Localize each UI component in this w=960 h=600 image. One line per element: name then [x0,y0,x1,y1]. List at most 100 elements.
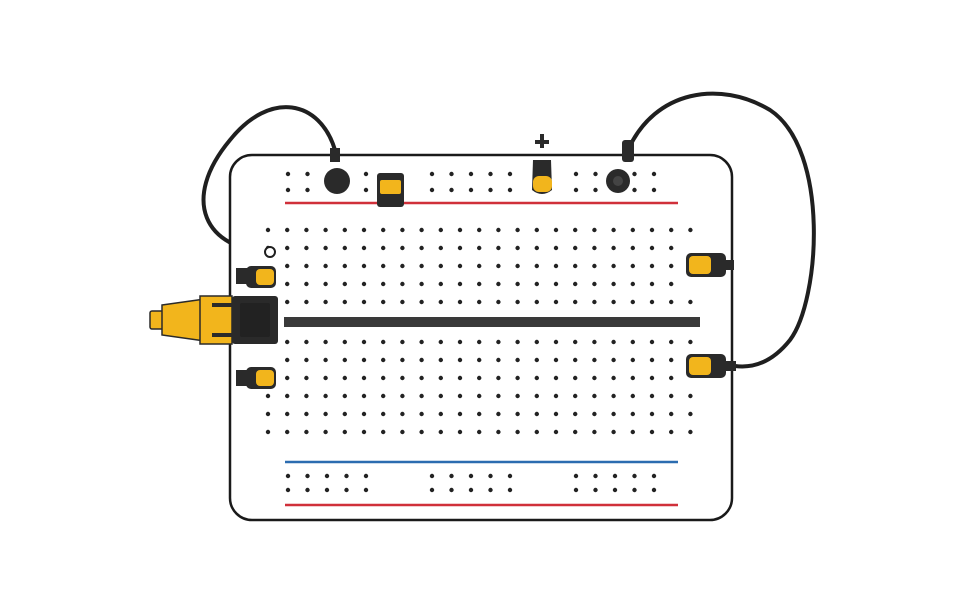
breadboard-hole [630,263,635,269]
breadboard-hole [457,263,463,269]
cable-left [201,105,337,254]
breadboard-hole [477,263,482,269]
breadboard-hole [304,411,309,417]
rail-hole [507,187,513,193]
breadboard-hole [553,245,559,251]
breadboard-hole [630,357,635,363]
connector-icon [236,266,276,288]
rail-hole [651,171,657,177]
breadboard-hole [611,263,616,269]
breadboard-hole [688,227,693,233]
breadboard-hole [515,263,520,269]
breadboard-hole [457,375,463,381]
breadboard-hole [419,411,424,417]
breadboard-hole [630,281,635,287]
breadboard-hole [361,227,367,233]
breadboard-hole [592,393,597,399]
breadboard-hole [534,339,539,345]
breadboard-hole [669,375,674,381]
breadboard-hole [611,393,616,399]
breadboard-hole [457,339,463,345]
breadboard-hole [304,375,309,381]
breadboard-hole [515,227,520,233]
breadboard-hole [688,429,693,435]
breadboard-hole [669,263,674,269]
rail-hole [507,171,513,177]
breadboard-hole [496,263,501,269]
breadboard-hole [553,429,559,435]
breadboard-hole [265,393,271,399]
breadboard-hole [438,281,443,287]
breadboard-hole [400,339,405,345]
breadboard-hole [457,227,463,233]
breadboard-hole [515,281,520,287]
breadboard-hole [477,375,482,381]
button-cap-icon [377,173,404,207]
breadboard-hole [534,263,539,269]
breadboard-hole [342,263,347,269]
breadboard-hole [592,429,597,435]
cable-right [626,91,816,369]
breadboard-hole [573,227,578,233]
breadboard-hole [381,227,386,233]
rail-hole [449,187,454,193]
breadboard-hole [534,281,539,287]
breadboard-hole [323,299,328,305]
rail-hole [429,473,435,479]
breadboard-hole [630,245,635,251]
breadboard-hole [515,357,520,363]
breadboard-hole [285,227,290,233]
breadboard-hole [265,227,271,233]
breadboard-hole [573,299,578,305]
breadboard-hole [669,299,674,305]
breadboard-hole [477,299,482,305]
rail-hole [573,473,579,479]
rail-hole [488,187,493,193]
breadboard-hole [611,227,616,233]
breadboard-hole [573,263,578,269]
breadboard-hole [381,339,386,345]
breadboard-hole [304,245,309,251]
rail-hole [429,171,435,177]
cable-end-ring-icon [264,246,276,258]
breadboard-hole [361,393,367,399]
breadboard-hole [611,375,616,381]
breadboard-hole [361,281,367,287]
rail-hole [285,473,291,479]
led-icon [532,134,552,194]
breadboard-hole [477,411,482,417]
barrel-jack-icon [606,140,634,193]
breadboard-hole [381,429,386,435]
breadboard-hole [419,357,424,363]
breadboard-hole [342,357,347,363]
breadboard-hole [573,411,578,417]
rail-hole [612,473,618,479]
breadboard-hole [630,393,635,399]
breadboard-hole [400,357,405,363]
breadboard-hole [573,429,578,435]
breadboard-hole [419,393,424,399]
breadboard-hole [342,281,347,287]
breadboard-hole [438,357,443,363]
breadboard-hole [649,429,655,435]
breadboard-hole [496,281,501,287]
breadboard-hole [342,393,347,399]
breadboard-hole [381,299,386,305]
breadboard-hole [534,245,539,251]
breadboard-hole [534,429,539,435]
breadboard-hole [361,263,367,269]
breadboard-hole [592,357,597,363]
rail-hole [285,487,291,493]
breadboard-hole [457,411,463,417]
breadboard-hole [304,429,309,435]
rail-hole [344,487,349,493]
breadboard-hole [361,429,367,435]
breadboard-hole [361,299,367,305]
breadboard-hole [342,429,347,435]
rail-hole [305,487,310,493]
rail-hole [285,187,291,193]
breadboard-hole [381,375,386,381]
breadboard-hole [496,375,501,381]
breadboard-hole [649,393,655,399]
breadboard-hole [285,357,290,363]
